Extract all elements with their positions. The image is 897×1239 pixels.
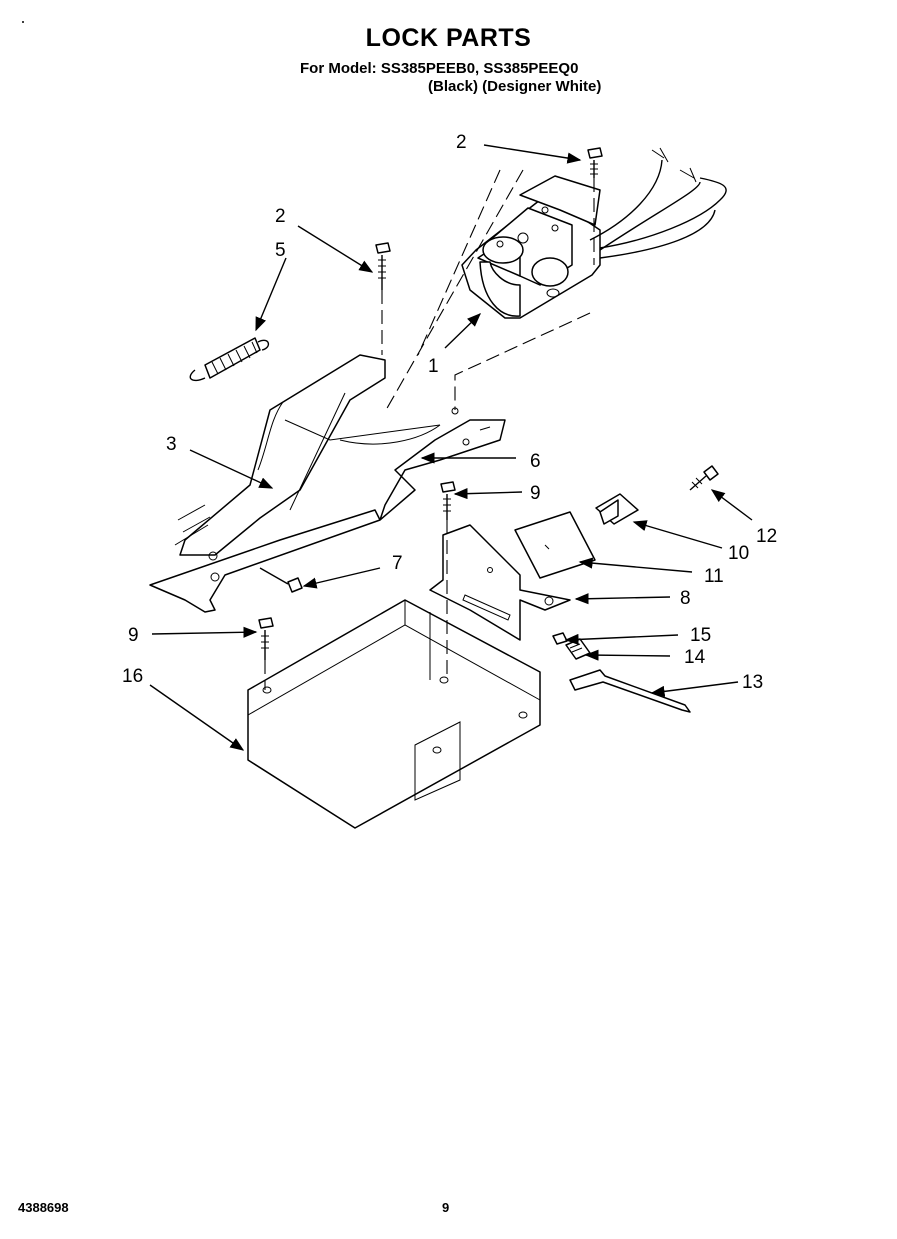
part-lock-rod xyxy=(569,669,691,713)
part-nut-15 xyxy=(552,632,568,645)
callout-9-lower: 9 xyxy=(128,625,139,646)
assembly-line xyxy=(385,169,524,411)
model-numbers: For Model: SS385PEEB0, SS385PEEQ0 xyxy=(300,60,579,77)
callout-11: 11 xyxy=(704,566,724,587)
model-colors: (Black) (Designer White) xyxy=(428,78,602,95)
part-lock-arm xyxy=(179,354,386,556)
callout-5: 5 xyxy=(275,240,286,261)
page-number: 9 xyxy=(442,1200,450,1215)
part-switch-bracket xyxy=(429,524,571,641)
callout-leaders xyxy=(149,144,753,751)
part-cover-box xyxy=(247,599,541,829)
part-screw-7 xyxy=(259,567,303,593)
callout-15: 15 xyxy=(690,625,711,646)
callout-6: 6 xyxy=(530,451,541,472)
page-title: LOCK PARTS xyxy=(365,24,532,52)
callout-2-left: 2 xyxy=(275,206,286,227)
callout-2-top: 2 xyxy=(456,132,467,153)
stray-mark xyxy=(22,21,24,23)
part-insulator xyxy=(514,511,596,579)
part-screw-9-upper xyxy=(440,481,456,520)
callout-13: 13 xyxy=(742,672,763,693)
callout-10: 10 xyxy=(728,543,749,564)
callout-1: 1 xyxy=(428,356,439,377)
part-screw-12 xyxy=(689,465,719,491)
callout-7: 7 xyxy=(392,553,403,574)
part-lock-motor xyxy=(461,147,727,319)
part-switch xyxy=(595,493,639,525)
part-bushing-14 xyxy=(565,638,591,660)
part-spring xyxy=(189,337,269,382)
part-screw-2-left xyxy=(375,242,391,290)
callout-12: 12 xyxy=(756,526,777,547)
assembly-line xyxy=(454,312,591,410)
part-screw-9-lower xyxy=(258,617,274,660)
callout-9-upper: 9 xyxy=(530,483,541,504)
callout-16: 16 xyxy=(122,666,143,687)
callout-14: 14 xyxy=(684,647,706,668)
callout-8: 8 xyxy=(680,588,691,609)
callout-3: 3 xyxy=(166,434,177,455)
assembly-line xyxy=(417,169,501,356)
part-screw-2-top xyxy=(587,147,603,178)
part-lock-bracket xyxy=(149,407,506,613)
callout-labels: 2 2 5 1 3 6 9 12 10 7 11 8 9 15 14 16 13 xyxy=(122,132,777,693)
document-number: 4388698 xyxy=(18,1200,69,1215)
